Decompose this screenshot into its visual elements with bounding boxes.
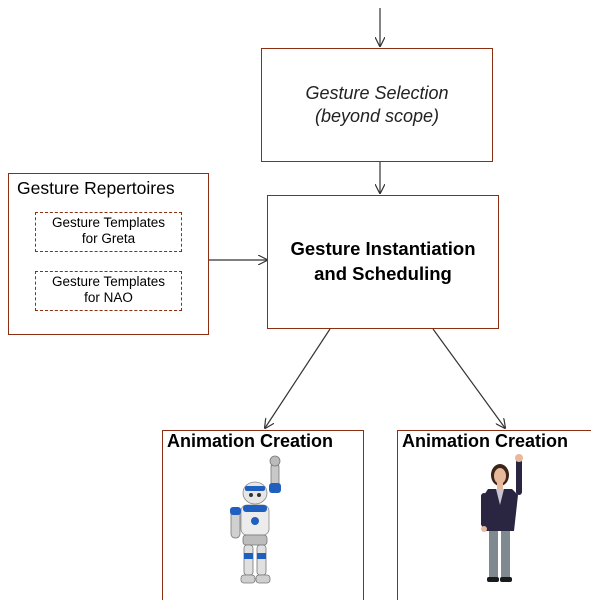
animation-creation-left-box: Animation Creation — [162, 430, 364, 600]
animation-creation-right-box: Animation Creation — [397, 430, 591, 600]
gesture-selection-box: Gesture Selection (beyond scope) — [261, 48, 493, 162]
animation-creation-right-title: Animation Creation — [402, 431, 569, 451]
gesture-instantiation-box: Gesture Instantiation and Scheduling — [267, 195, 499, 329]
nao-robot-icon — [230, 455, 281, 584]
gesture-repertoires-title: Gesture Repertoires — [17, 178, 175, 198]
animation-creation-left-title: Animation Creation — [167, 431, 334, 451]
gesture-repertoires-box: Gesture Repertoires Gesture Templates fo… — [8, 173, 209, 335]
greta-templates-line2: for Greta — [81, 231, 136, 246]
greta-templates-line1: Gesture Templates — [51, 215, 166, 230]
gesture-selection-title: Gesture Selection — [305, 83, 449, 103]
nao-templates-line2: for NAO — [84, 290, 133, 305]
greta-agent-icon — [481, 454, 523, 582]
arrow-to-animation-right — [432, 328, 505, 428]
gesture-instantiation-subtitle: and Scheduling — [314, 263, 452, 284]
gesture-instantiation-title: Gesture Instantiation — [290, 238, 476, 259]
arrow-to-animation-left — [265, 328, 331, 428]
nao-templates-line1: Gesture Templates — [51, 274, 166, 289]
gesture-selection-note: (beyond scope) — [314, 106, 440, 126]
gesture-templates-greta: Gesture Templates for Greta — [35, 212, 182, 252]
gesture-templates-nao: Gesture Templates for NAO — [35, 271, 182, 311]
